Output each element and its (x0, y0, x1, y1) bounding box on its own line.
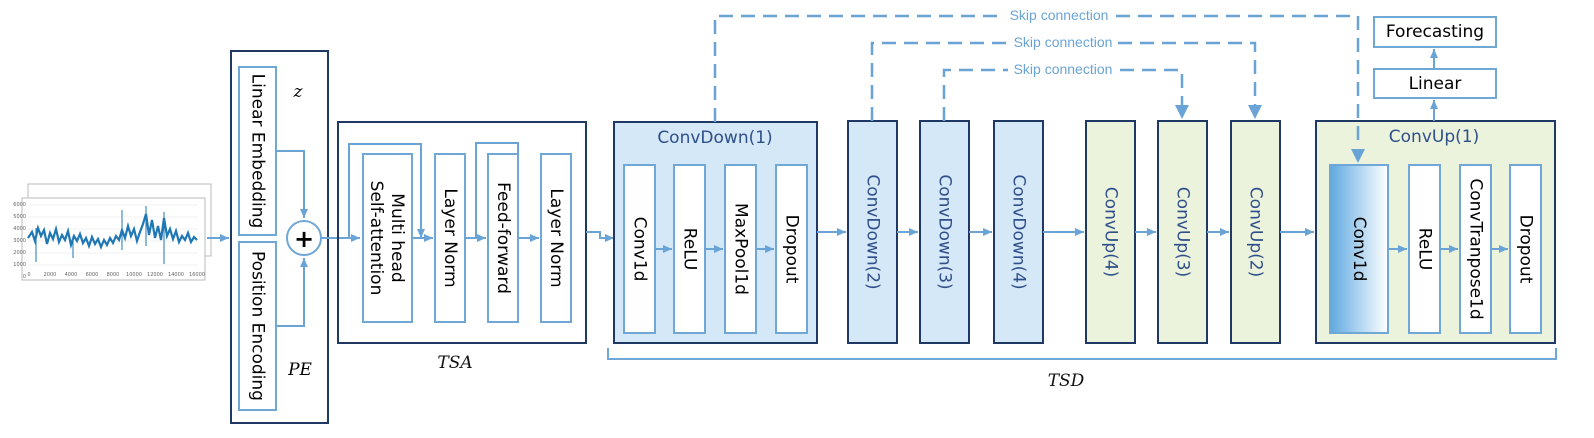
tsd-bracket: TSD (607, 348, 1557, 391)
convdown2-label: ConvDown(2) (863, 174, 883, 289)
pe-symbol: PE (287, 360, 312, 380)
input-plot-y-tick: 1000 (13, 262, 26, 268)
skip-connection-label-1: Skip connection (1010, 7, 1109, 23)
convup2-block: ConvUp(2) (1230, 120, 1281, 344)
skip-connection-label-3: Skip connection (1014, 61, 1113, 77)
cd1-maxpool-label: MaxPool1d (731, 203, 751, 295)
input-plot-x-tick: 4000 (65, 272, 78, 278)
cd1-maxpool-box (724, 164, 757, 334)
convdown4-label: ConvDown(4) (1009, 174, 1029, 289)
input-plot-x-tick: 0 (27, 272, 30, 278)
cd1-conv1d-label: Conv1d (630, 217, 650, 282)
input-plot-y-tick: 0 (23, 274, 26, 280)
cd1-dropout-label: Dropout (782, 215, 802, 284)
feedforward-label: Feed-forward (493, 182, 513, 294)
convdown3-label: ConvDown(3) (935, 174, 955, 289)
linear-box (1373, 68, 1497, 99)
cd1-relu-box (673, 164, 706, 334)
cu1-relu-box (1408, 164, 1441, 334)
cu1-dropout-box (1509, 164, 1542, 334)
mha-label-line2: Self-attention (366, 181, 386, 296)
convup4-label: ConvUp(4) (1101, 187, 1121, 277)
input-plot-y-tick: 6000 (13, 202, 26, 208)
input-plot-y-tick: 5000 (13, 214, 26, 220)
convdown2-block: ConvDown(2) (847, 120, 898, 344)
forecasting-label: Forecasting (1386, 22, 1484, 42)
cu1-relu-label: ReLU (1415, 228, 1435, 271)
convup4-block: ConvUp(4) (1085, 120, 1136, 344)
cu1-convtranspose-label: ConvTranpose1d (1466, 178, 1486, 319)
layernorm1-label: Layer Norm (440, 188, 460, 287)
convdown4-block: ConvDown(4) (993, 120, 1044, 344)
input-plot-x-tick: 2000 (44, 272, 57, 278)
position-encoding-label: Position Encoding (248, 251, 268, 401)
convup3-label: ConvUp(3) (1173, 187, 1193, 277)
linear-label: Linear (1409, 74, 1462, 94)
skip-connections (713, 14, 1360, 148)
sum-icon: + (294, 225, 314, 253)
linear-embedding-label: Linear Embedding (248, 74, 268, 229)
input-plot-y-tick: 4000 (13, 226, 26, 232)
tsa-block: Multi head Self-attention Layer Norm Fee… (337, 121, 587, 373)
input-plot-y-tick: 3000 (13, 238, 26, 244)
z-symbol: z (293, 82, 304, 102)
cd1-conv1d-box (623, 164, 656, 334)
convup1-block: ConvUp(1) Conv1d ReLU ConvTranpose1d Dro… (1315, 120, 1556, 344)
feedforward-box (487, 153, 519, 323)
tsd-label: TSD (1048, 371, 1085, 391)
cu1-conv1d-box (1329, 164, 1389, 334)
timeseries-line (27, 213, 198, 250)
tsa-label: TSA (437, 353, 472, 373)
input-plot-x-tick: 14000 (168, 272, 184, 278)
cd1-relu-label: ReLU (680, 228, 700, 271)
convdown1-block: ConvDown(1) Conv1d ReLU MaxPool1d Dropou… (613, 121, 818, 344)
input-plot-x-tick: 6000 (86, 272, 99, 278)
convup2-label: ConvUp(2) (1246, 187, 1266, 277)
input-plot-x-tick: 12000 (147, 272, 163, 278)
convdown1-title: ConvDown(1) (657, 128, 772, 148)
mha-label-line1: Multi head (387, 193, 407, 282)
input-plot-x-tick: 16000 (189, 272, 205, 278)
convup3-block: ConvUp(3) (1157, 120, 1208, 344)
output-head: Linear Forecasting (1373, 16, 1497, 121)
cu1-dropout-label: Dropout (1516, 215, 1536, 284)
layernorm2-label: Layer Norm (546, 188, 566, 287)
skip-connection-label-2: Skip connection (1014, 34, 1113, 50)
input-plot-x-tick: 10000 (126, 272, 142, 278)
layernorm2-box (540, 153, 572, 323)
mha-box (362, 153, 413, 323)
forecasting-box (1373, 16, 1497, 48)
position-encoding-box (238, 241, 277, 411)
convdown3-block: ConvDown(3) (919, 120, 970, 344)
embedding-block: Linear Embedding Position Encoding z PE … (230, 50, 329, 424)
skip-arrowheads (1175, 105, 1365, 163)
linear-embedding-box (238, 66, 277, 236)
convup1-title: ConvUp(1) (1389, 127, 1479, 147)
cu1-conv1d-label: Conv1d (1349, 217, 1369, 282)
input-plot-y-tick: 2000 (13, 250, 26, 256)
input-plot-x-tick: 8000 (107, 272, 120, 278)
cd1-dropout-box (775, 164, 808, 334)
